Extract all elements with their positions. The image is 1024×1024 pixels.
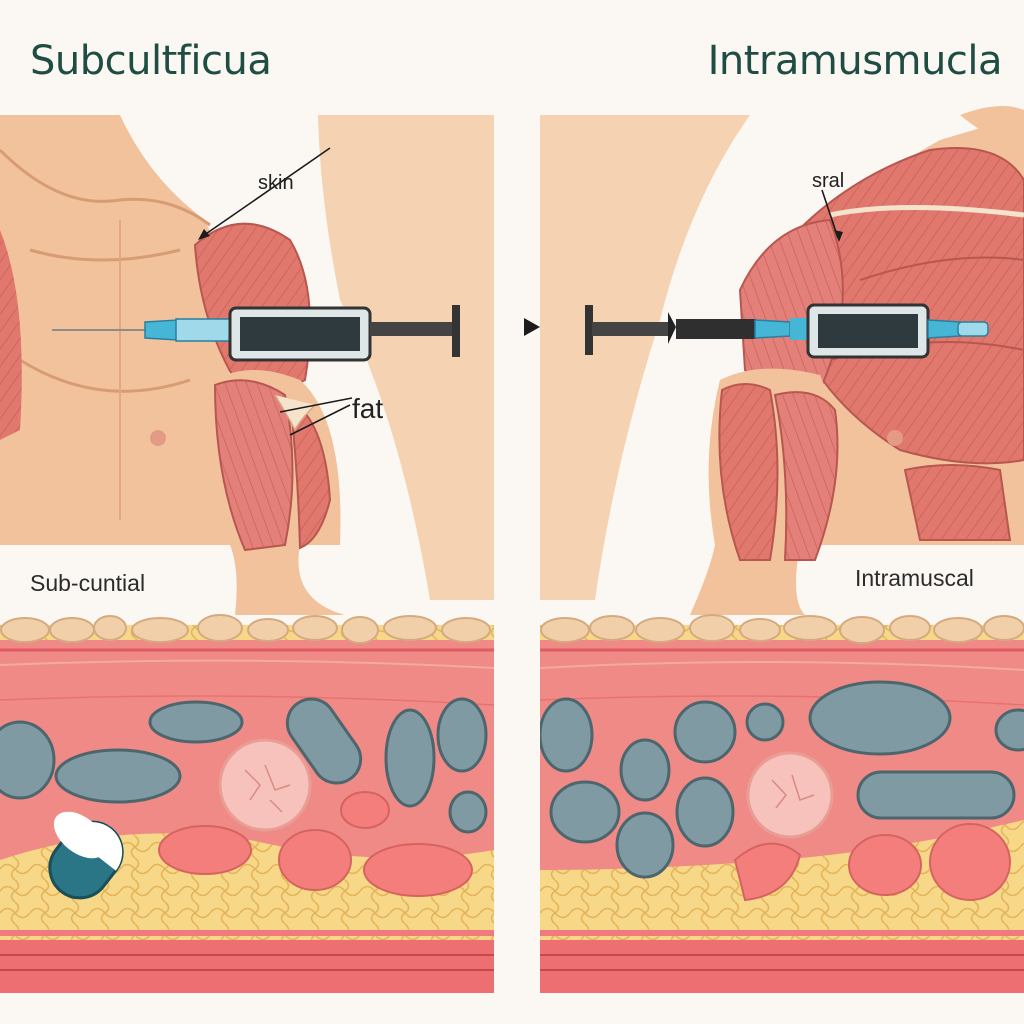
left-panel-caption: Sub-cuntial [30, 570, 146, 596]
left-syringe [52, 305, 460, 362]
right-tissue-block [540, 625, 1024, 993]
left-tissue-block [0, 625, 494, 993]
left-tissue-surface [0, 614, 491, 644]
sral-callout: sral [812, 170, 845, 192]
right-figure [524, 106, 1024, 615]
skin-callout: skin [258, 172, 294, 194]
fat-callout: fat [352, 393, 384, 424]
right-syringe [585, 303, 989, 359]
left-figure [0, 115, 494, 615]
right-panel-title: Intramusmucla [707, 38, 1003, 84]
left-panel-title: Subcultficua [30, 38, 272, 84]
right-panel-caption: Intramuscal [855, 565, 974, 591]
right-tissue-surface [540, 614, 1024, 644]
